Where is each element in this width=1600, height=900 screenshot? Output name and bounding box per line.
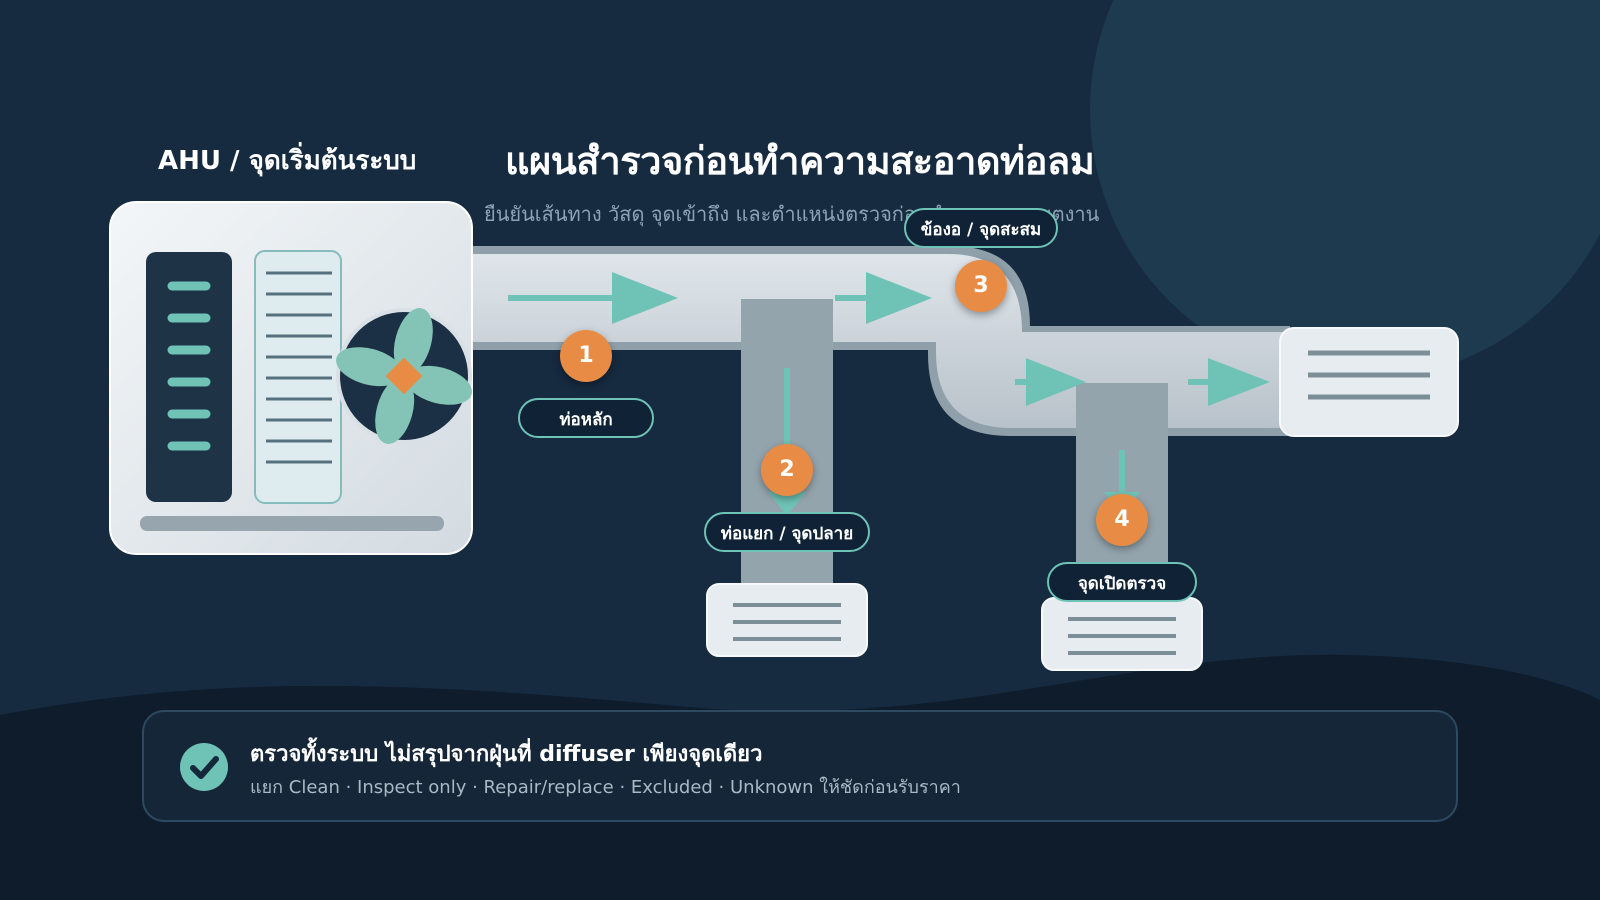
page-title: แผนสำรวจก่อนทำความสะอาดท่อลม [505, 139, 1095, 183]
check-circle-icon [180, 743, 228, 791]
station-badge-1[interactable]: 1 [560, 330, 612, 382]
fan-icon [336, 308, 472, 444]
ahu-unit [109, 201, 473, 555]
ahu-base-bar [140, 516, 444, 531]
station-badge-2[interactable]: 2 [761, 444, 813, 496]
station-label-access-panel[interactable]: จุดเปิดตรวจ [1047, 562, 1197, 602]
diffuser-branch-2 [1041, 597, 1203, 671]
station-label-branch[interactable]: ท่อแยก / จุดปลาย [704, 512, 870, 552]
station-label-main-duct[interactable]: ท่อหลัก [518, 398, 654, 438]
ahu-label: AHU / จุดเริ่มต้นระบบ [158, 146, 417, 176]
diffuser-end-main [1279, 327, 1459, 437]
page-subtitle: ยืนยันเส้นทาง วัสดุ จุดเข้าถึง และตำแหน่… [484, 202, 1100, 226]
control-panel [146, 252, 232, 502]
diffuser-branch-1 [706, 583, 868, 657]
station-label-elbow[interactable]: ข้องอ / จุดสะสม [904, 208, 1058, 248]
station-badge-3[interactable]: 3 [955, 260, 1007, 312]
note-title: ตรวจทั้งระบบ ไม่สรุปจากฝุ่นที่ diffuser … [250, 742, 763, 767]
summary-note: ตรวจทั้งระบบ ไม่สรุปจากฝุ่นที่ diffuser … [142, 710, 1458, 822]
note-subtitle: แยก Clean · Inspect only · Repair/replac… [250, 777, 961, 798]
station-badge-4[interactable]: 4 [1096, 494, 1148, 546]
filter-panel [254, 250, 342, 504]
